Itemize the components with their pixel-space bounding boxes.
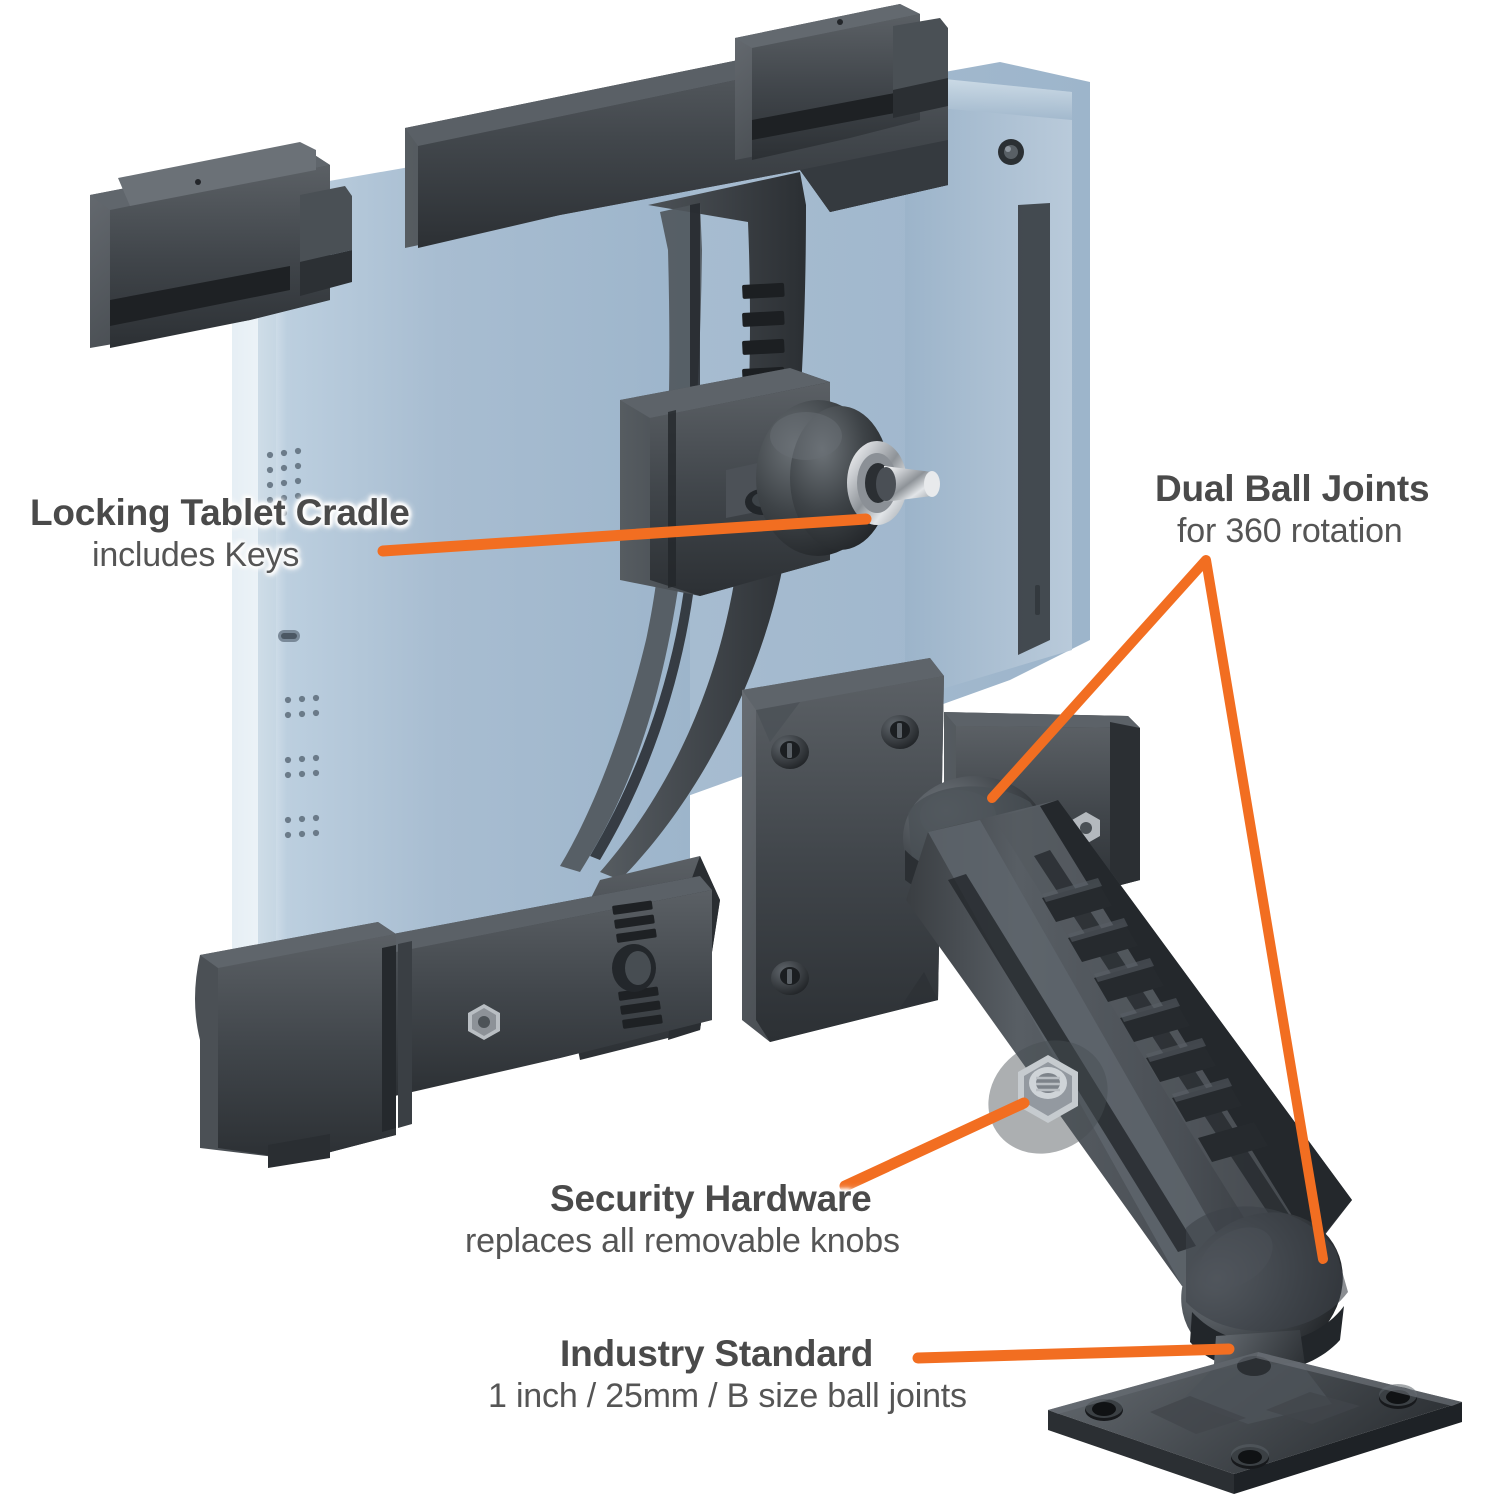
callout-title: Security Hardware	[550, 1178, 872, 1219]
amps-plate	[742, 658, 944, 1042]
callout-title: Industry Standard	[560, 1333, 874, 1374]
clamp-hex-bolt	[468, 1004, 500, 1040]
callout-subtitle: 1 inch / 25mm / B size ball joints	[488, 1376, 967, 1415]
base-plate	[1048, 1352, 1462, 1494]
ratchet-teeth	[612, 900, 663, 1029]
callout-locking-tablet-cradle: Locking Tablet Cradle includes Keys	[30, 494, 410, 572]
callout-subtitle: replaces all removable knobs	[465, 1221, 900, 1260]
speaker-grille-top	[266, 447, 302, 519]
callout-dual-ball-joints: Dual Ball Joints for 360 rotation	[1155, 468, 1430, 550]
callout-title: Locking Tablet Cradle	[30, 492, 410, 533]
bottom-clamp-arm	[195, 876, 712, 1168]
speaker-grille-bottom	[284, 694, 320, 839]
callout-subtitle: includes Keys	[92, 535, 300, 574]
callout-title: Dual Ball Joints	[1155, 468, 1430, 509]
callout-industry-standard: Industry Standard 1 inch / 25mm / B size…	[488, 1333, 967, 1413]
callout-subtitle: for 360 rotation	[1177, 511, 1403, 550]
callout-security-hardware: Security Hardware replaces all removable…	[465, 1178, 900, 1258]
security-screws	[771, 715, 919, 995]
top-clamp-arm	[90, 4, 948, 348]
